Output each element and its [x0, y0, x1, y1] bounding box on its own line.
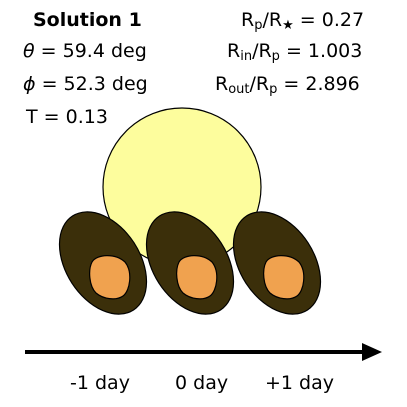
time-label-minus-1-day: -1 day [70, 372, 130, 394]
phi-value: = 52.3 deg [35, 73, 148, 95]
ring-system-0-day [145, 211, 235, 315]
phi-symbol: ϕ [23, 73, 36, 95]
theta-value: = 59.4 deg [34, 40, 147, 62]
rin-rp-value: = 1.003 [279, 40, 363, 62]
rp-rstar-b-sub: ★ [282, 18, 294, 33]
rout-rp-b-sub: p [269, 82, 278, 97]
transparency-param: T = 0.13 [26, 106, 108, 128]
theta-symbol: θ [23, 40, 35, 62]
rout-rp-value: = 2.896 [277, 73, 360, 95]
planet [263, 255, 305, 300]
rout-rp-a-sub: out [228, 82, 250, 97]
theta-param: θ = 59.4 deg [23, 40, 147, 62]
rout-rp-a: R [215, 73, 229, 95]
rin-rp-param: Rin/Rp = 1.003 [227, 40, 363, 64]
rin-rp-a-sub: in [240, 49, 253, 64]
rp-rstar-a: R [241, 9, 255, 31]
rp-rstar-param: Rp/R★ = 0.27 [241, 9, 365, 33]
rp-rstar-a-sub: p [254, 18, 263, 33]
title: Solution 1 [33, 9, 142, 31]
ring-system-plus-1-day [232, 211, 322, 315]
phi-param: ϕ = 52.3 deg [23, 73, 148, 95]
time-axis-arrow [25, 343, 382, 361]
rout-rp-b: /R [249, 73, 270, 95]
time-label-0-day: 0 day [175, 372, 229, 394]
rp-rstar-b: /R [262, 9, 283, 31]
rin-rp-b: /R [252, 40, 272, 62]
planet [89, 255, 131, 300]
rout-rp-param: Rout/Rp = 2.896 [215, 73, 360, 97]
time-label-plus-1-day: +1 day [265, 372, 334, 394]
ring-system-minus-1-day [58, 211, 148, 315]
rin-rp-b-sub: p [271, 49, 280, 64]
planet [176, 255, 218, 300]
rin-rp-a: R [227, 40, 241, 62]
rp-rstar-value: = 0.27 [293, 9, 365, 31]
